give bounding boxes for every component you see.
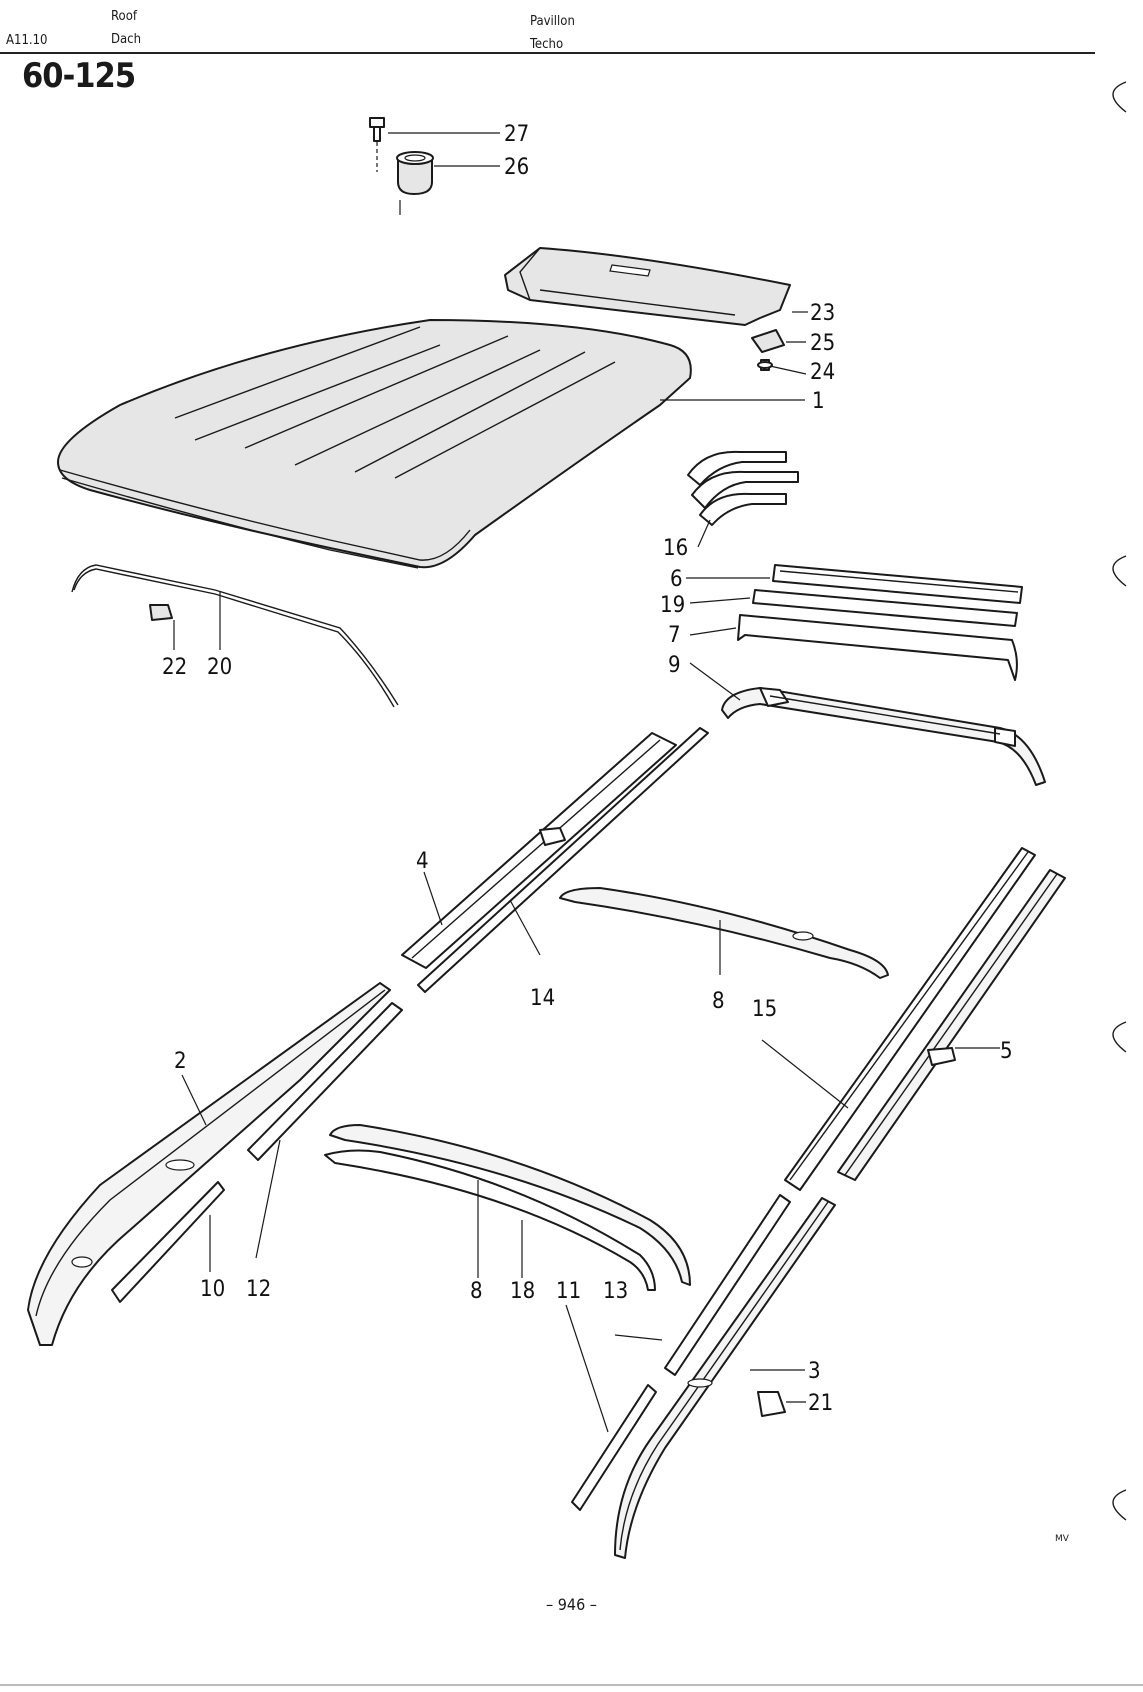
roof-panel-part [57, 319, 692, 569]
bracket-part [664, 1194, 791, 1376]
screw-part [757, 359, 773, 371]
group-number: 60-125 [22, 56, 136, 96]
title-french: Pavillon [530, 14, 575, 29]
leader-line [181, 1074, 207, 1126]
callout-7: 7 [668, 623, 681, 648]
header-rule [0, 52, 1095, 54]
callout-20: 20 [207, 655, 232, 680]
callout-24: 24 [810, 360, 835, 385]
corner-piece-part [687, 450, 799, 526]
leader-line [761, 1039, 849, 1109]
strip-part [737, 614, 1018, 681]
leader-line [689, 597, 751, 604]
title-german: Dach [111, 32, 142, 47]
front-rail-reinforcement-part [401, 732, 677, 969]
drip-moulding-part [71, 564, 399, 706]
callout-5: 5 [1000, 1039, 1013, 1064]
bracket-part [571, 1384, 657, 1511]
callout-8-lower: 8 [470, 1279, 483, 1304]
binder-hole-mark [1112, 1489, 1127, 1521]
strip-part [752, 589, 1018, 627]
callout-6: 6 [670, 567, 683, 592]
grommet-part [396, 151, 434, 195]
leader-line [565, 1304, 609, 1433]
leader-line [689, 627, 737, 636]
title-spanish: Techo [530, 37, 564, 52]
binder-hole-mark [1112, 81, 1127, 113]
binder-hole-mark [1112, 555, 1127, 587]
callout-16: 16 [663, 536, 688, 561]
callout-9: 9 [668, 653, 681, 678]
binder-hole-mark [1112, 1021, 1127, 1053]
reinforcement-part [417, 727, 709, 993]
clip-part [757, 1391, 786, 1417]
leader-line [689, 662, 741, 701]
clip-part [149, 604, 173, 621]
callout-15: 15 [752, 997, 777, 1022]
callout-4: 4 [416, 849, 429, 874]
callout-22: 22 [162, 655, 187, 680]
leader-line [423, 871, 443, 926]
bracket-part [111, 1181, 225, 1303]
strip-part-detail [779, 570, 1019, 593]
roof-bow-part [559, 887, 889, 979]
side-rail-left-part [27, 982, 391, 1346]
strip-part [772, 564, 1023, 604]
bottom-rule [0, 1684, 1143, 1686]
leader-line [769, 365, 807, 375]
nut-part [751, 329, 785, 353]
callout-14: 14 [530, 986, 555, 1011]
callout-3: 3 [808, 1359, 821, 1384]
leader-line [614, 1334, 663, 1341]
leader-line [509, 899, 541, 956]
leader-line [255, 1139, 281, 1259]
callout-13: 13 [603, 1279, 628, 1304]
artist-mark: MV [1055, 1534, 1069, 1544]
callout-12: 12 [246, 1277, 271, 1302]
callout-21: 21 [808, 1391, 833, 1416]
leader-line [697, 519, 711, 548]
rear-header-part [721, 687, 1046, 786]
callout-25: 25 [810, 331, 835, 356]
rear-panel-part [504, 247, 791, 326]
section-code: A11.10 [6, 33, 48, 48]
reinforcement-15-part [784, 847, 1036, 1191]
callout-27: 27 [504, 122, 529, 147]
title-english: Roof [111, 9, 137, 24]
callout-23: 23 [810, 301, 835, 326]
callout-19: 19 [660, 593, 685, 618]
rear-rail-right-part [837, 869, 1066, 1181]
page-number: – 946 – [546, 1595, 597, 1614]
callout-11: 11 [556, 1279, 581, 1304]
bracket-part [247, 1002, 403, 1161]
side-rail-right-part [614, 1197, 836, 1559]
drip-moulding-part-edge [73, 568, 395, 708]
callout-18: 18 [510, 1279, 535, 1304]
callout-1: 1 [812, 389, 825, 414]
roof-bow-lower-part [324, 1124, 691, 1291]
bolt-part [369, 117, 385, 142]
callout-2: 2 [174, 1049, 187, 1074]
callout-10: 10 [200, 1277, 225, 1302]
callout-26: 26 [504, 155, 529, 180]
callout-8: 8 [712, 989, 725, 1014]
